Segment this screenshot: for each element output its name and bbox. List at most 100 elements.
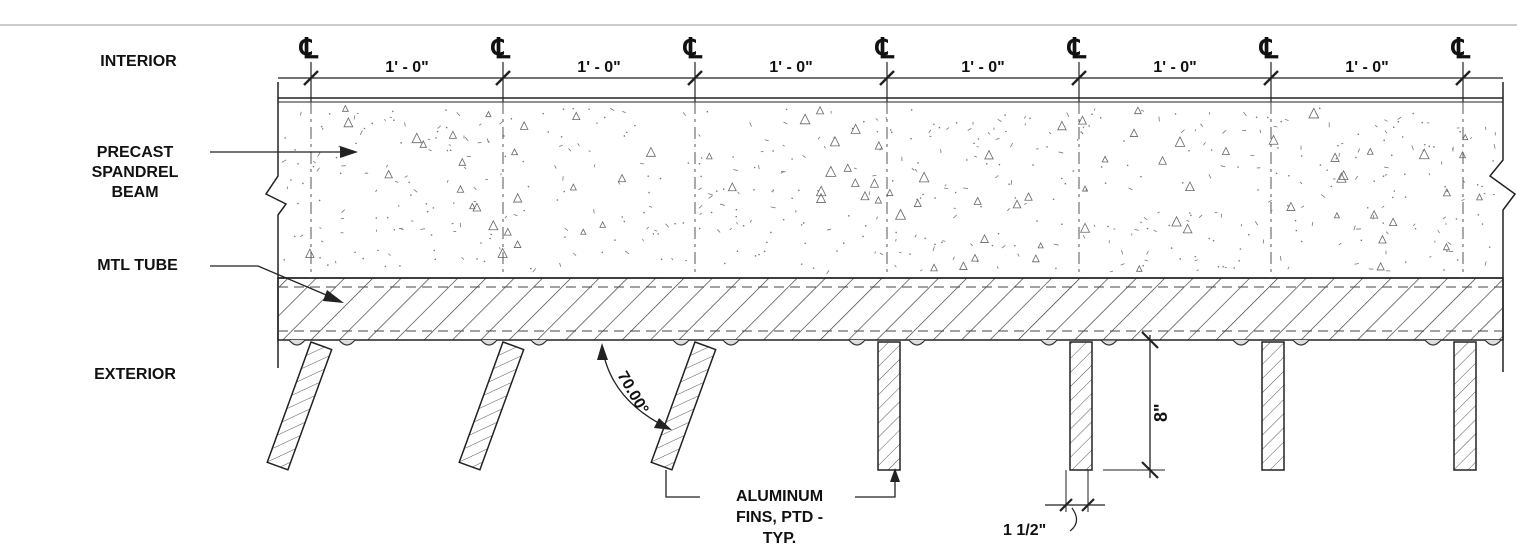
aggregate-mark [436, 130, 439, 133]
spacing-dimension-text: 1' - 0" [1345, 59, 1388, 76]
aggregate-mark [320, 125, 323, 128]
spacing-dimension-text: 1' - 0" [961, 59, 1004, 76]
aggregate-mark [876, 216, 878, 220]
aggregate-mark [833, 137, 835, 139]
aggregate-mark [1126, 164, 1129, 167]
aggregate-mark [652, 233, 655, 235]
aggregate-mark [563, 190, 566, 193]
aggregate-mark [283, 259, 286, 261]
aggregate-mark [894, 208, 907, 220]
aggregate-mark [1300, 155, 1303, 157]
fastener-head [1484, 339, 1502, 346]
aggregate-mark [665, 223, 670, 228]
aggregate-mark [411, 132, 423, 144]
aggregate-mark [445, 126, 448, 129]
aluminum-fins-label: ALUMINUM FINS, PTD - TYP. [735, 488, 824, 547]
aggregate-mark [710, 211, 713, 214]
aggregate-mark [461, 256, 465, 260]
aggregate-mark [1081, 132, 1084, 135]
aggregate-mark [572, 111, 581, 121]
aggregate-mark [469, 202, 476, 210]
aggregate-mark [1203, 142, 1206, 146]
aggregate-mark [297, 162, 299, 165]
aggregate-mark [911, 167, 915, 171]
aggregate-mark [914, 234, 917, 238]
aggregate-mark [1493, 143, 1496, 149]
aluminum-fin [650, 341, 717, 471]
aggregate-mark [1355, 156, 1357, 159]
aggregate-mark [1442, 216, 1447, 220]
aggregate-mark [577, 143, 580, 147]
aggregate-mark [1492, 160, 1494, 162]
aggregate-mark [706, 110, 709, 113]
aggregate-mark [430, 234, 433, 236]
aggregate-mark [909, 253, 911, 255]
aggregate-mark [659, 177, 662, 180]
aggregate-mark [532, 268, 537, 273]
aggregate-mark [1311, 221, 1314, 227]
aggregate-mark [1222, 131, 1225, 134]
aggregate-mark [504, 215, 508, 219]
aggregate-mark [1391, 196, 1394, 199]
aggregate-mark [1099, 117, 1102, 119]
fastener-head [1100, 339, 1118, 346]
aggregate-mark [1393, 126, 1395, 129]
angle-arrow-top [597, 343, 608, 360]
aggregate-mark [302, 182, 304, 185]
aggregate-mark [736, 222, 738, 225]
aggregate-mark [889, 129, 892, 131]
aggregate-mark [434, 258, 437, 261]
aggregate-mark [1428, 145, 1431, 148]
aggregate-mark [895, 238, 897, 242]
centerline-symbol: ℄ [682, 33, 703, 64]
fastener-head [908, 339, 926, 346]
aggregate-mark [938, 126, 941, 129]
aggregate-mark [1338, 242, 1342, 246]
aggregate-mark [729, 227, 733, 231]
aggregate-mark [825, 165, 837, 177]
aggregate-mark [1267, 116, 1269, 119]
aggregate-mark [700, 157, 703, 160]
aggregate-mark [1091, 113, 1093, 115]
aggregate-mark [941, 241, 943, 244]
aggregate-mark [503, 135, 505, 137]
aggregate-mark [1424, 143, 1426, 146]
aggregate-mark [1184, 181, 1195, 192]
aggregate-mark [1128, 187, 1133, 191]
aggregate-mark [924, 237, 926, 240]
aggregate-mark [1426, 122, 1430, 124]
aggregate-mark [785, 108, 788, 111]
aggregate-mark [646, 226, 649, 230]
aggregate-mark [1484, 261, 1487, 266]
aggregate-mark [1437, 229, 1440, 234]
spacing-dimension-text: 1' - 0" [577, 59, 620, 76]
aggregate-mark [736, 250, 739, 252]
aggregate-mark [293, 235, 296, 238]
aggregate-mark [682, 112, 687, 116]
aggregate-mark [504, 155, 507, 158]
aggregate-mark [997, 118, 1002, 122]
aggregate-mark [400, 142, 402, 144]
aggregate-mark [1475, 193, 1484, 201]
angle-dimension-text: 70.00° [614, 369, 652, 418]
aggregate-mark [386, 216, 389, 219]
aggregate-mark [802, 154, 806, 159]
aggregate-mark [782, 144, 785, 147]
aggregate-mark [654, 229, 658, 232]
aggregate-mark [894, 264, 897, 268]
aggregate-mark [568, 148, 572, 152]
aggregate-mark [966, 159, 968, 161]
aggregate-mark [660, 258, 663, 261]
centerline-group: ℄℄℄℄℄℄℄ [298, 33, 1471, 278]
aggregate-mark [922, 193, 924, 196]
aggregate-mark [556, 199, 559, 201]
aggregate-mark [1220, 213, 1223, 218]
spacing-dim-tick [303, 70, 319, 86]
aggregate-mark [486, 138, 489, 143]
aggregate-mark [614, 239, 616, 241]
aggregate-mark [1023, 116, 1027, 119]
fins-leader-arrow [890, 468, 900, 482]
aggregate-mark [1446, 190, 1448, 193]
aggregate-mark [281, 159, 287, 163]
aggregate-mark [453, 202, 455, 204]
